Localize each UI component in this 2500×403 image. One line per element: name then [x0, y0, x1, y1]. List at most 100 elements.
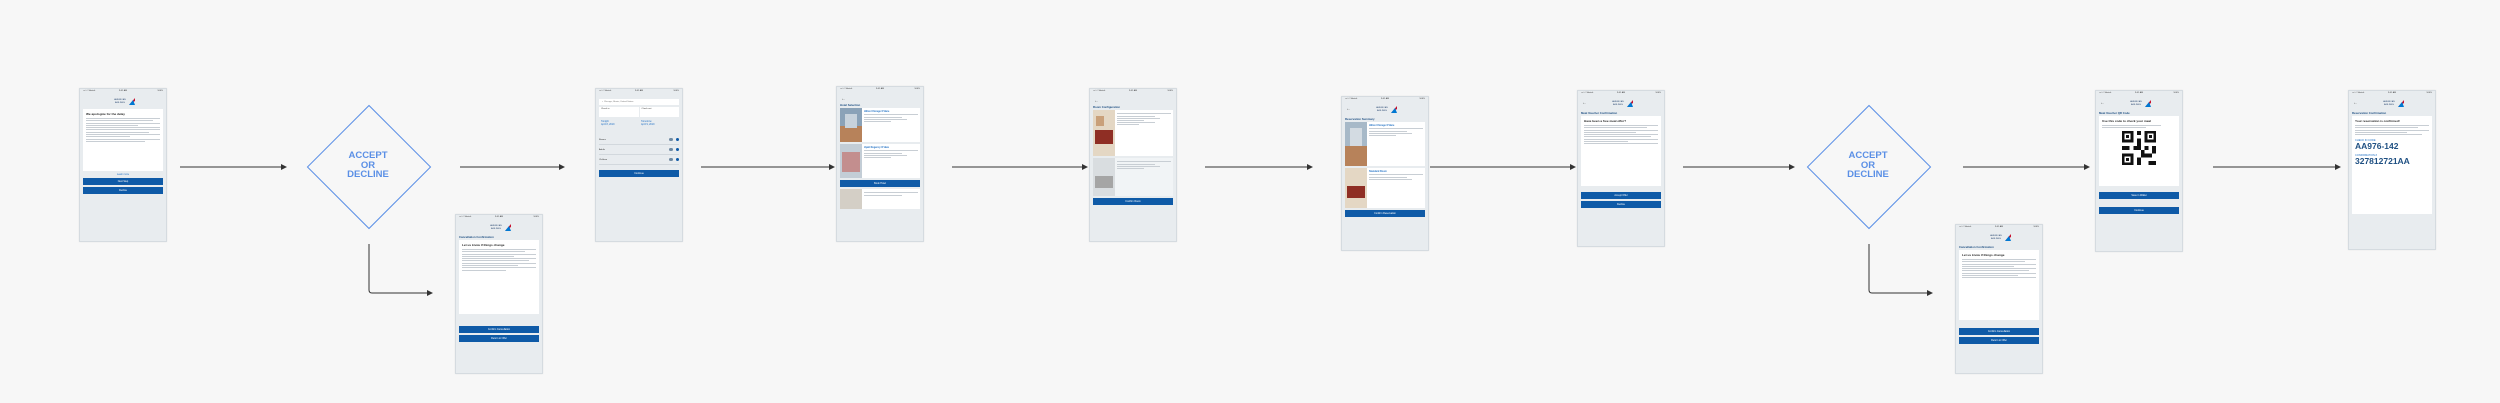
arrow-decision-to-cancel1: [368, 244, 433, 296]
qr-card-title: Use this code to check your meal: [2102, 119, 2152, 123]
decline-button[interactable]: Decline: [83, 187, 163, 194]
return-to-offer-button[interactable]: Return to Offer: [459, 335, 539, 342]
airline-logo: AMERICAN AIRLINES: [487, 224, 511, 233]
room-photo: [1093, 158, 1115, 196]
confirm-cancellation-button[interactable]: Confirm Cancellation: [1959, 328, 2039, 335]
rooms-counter[interactable]: Rooms: [599, 135, 679, 145]
summary-hotel: Hilton Chicago O'Hare: [1345, 122, 1425, 166]
section-title: Meal Voucher QR Code: [2099, 111, 2130, 115]
continue-button[interactable]: Continue: [599, 170, 679, 177]
learn-more-link[interactable]: Learn more: [116, 173, 130, 176]
section-title: Cancellation Confirmation: [1959, 245, 1994, 249]
room-card[interactable]: [1093, 158, 1173, 196]
qr-card: Use this code to check your meal: [2099, 116, 2179, 186]
back-icon[interactable]: ←: [2100, 100, 2105, 106]
section-title: Reservation Summary: [1345, 117, 1375, 121]
hotel-card[interactable]: [840, 189, 920, 209]
section-title: Cancellation Confirmation: [459, 235, 494, 239]
section-title: Reservation Confirmation: [2352, 111, 2387, 115]
room-photo: [1345, 168, 1367, 208]
hotel-card[interactable]: Hilton Chicago O'Hare: [840, 108, 920, 142]
confirm-cancellation-button[interactable]: Confirm Cancellation: [459, 326, 539, 333]
check-out-field[interactable]: Check out: [639, 107, 679, 117]
check-in-code-label: CHECK IN CODE: [2355, 139, 2376, 143]
section-title: Meal Voucher Confirmation: [1581, 111, 1618, 115]
summary-room: Standard Room: [1345, 168, 1425, 208]
accept-offer-button[interactable]: Accept Offer: [1581, 192, 1661, 199]
check-in-field[interactable]: Check in: [599, 107, 639, 117]
decline-button[interactable]: Decline: [1581, 201, 1661, 208]
next-step-button[interactable]: Next Step: [83, 178, 163, 185]
confirmation-number-value: 327812721AA: [2355, 156, 2410, 167]
airline-logo: AMERICAN AIRLINES: [1373, 106, 1397, 115]
room-photo: [1093, 110, 1115, 156]
continue-button[interactable]: Continue: [2099, 207, 2179, 214]
hotel-photo: [1345, 122, 1367, 166]
apology-card: We apologize for the delay: [83, 109, 163, 171]
apology-title: We apologize for the delay: [86, 112, 125, 116]
voucher-card: Have been a free meal offer?: [1581, 116, 1661, 186]
room-card[interactable]: [1093, 110, 1173, 156]
qr-code: [2122, 131, 2156, 166]
airline-logo: AMERICAN AIRLINES: [2127, 100, 2151, 109]
adults-counter[interactable]: Adults: [599, 145, 679, 155]
save-in-wallet-button[interactable]: Save in Wallet: [2099, 192, 2179, 199]
check-in-code-value: AA976-142: [2355, 141, 2399, 152]
hotel-photo: [840, 108, 862, 142]
confirm-room-button[interactable]: Confirm Room: [1093, 198, 1173, 205]
hotel-photo: [840, 189, 862, 209]
arrow-decision-to-cancel2: [1868, 244, 1933, 296]
cancel-card-title: Let us know if things change: [1962, 253, 2005, 257]
children-counter[interactable]: Children: [599, 155, 679, 165]
cancel-card: Let us know if things change: [1959, 250, 2039, 320]
airline-logo: AMERICAN AIRLINES: [1609, 100, 1633, 109]
section-title: Room Configuration: [1093, 105, 1121, 109]
back-icon[interactable]: ←: [2353, 100, 2358, 106]
confirm-reservation-button[interactable]: Confirm Reservation: [1345, 210, 1425, 217]
airline-logo: AMERICAN AIRLINES: [1987, 234, 2011, 243]
voucher-card-title: Have been a free meal offer?: [1584, 119, 1627, 123]
back-icon[interactable]: ←: [1582, 100, 1587, 106]
confirmation-title: Your reservation is confirmed!: [2355, 119, 2400, 123]
cancel-card-title: Let us know if things change: [462, 243, 505, 247]
location-search-input[interactable]: ⌕ Chicago, Illinois, United States: [599, 99, 679, 105]
confirmation-card: Your reservation is confirmed! CHECK IN …: [2352, 116, 2432, 214]
cancel-card: Let us know if things change: [459, 240, 539, 314]
confirmation-number-label: CONFIRMATION #: [2355, 154, 2377, 158]
airline-logo: AMERICAN AIRLINES: [2380, 100, 2404, 109]
back-icon[interactable]: ←: [1094, 98, 1099, 104]
hotel-photo: [840, 144, 862, 178]
airline-logo: AMERICAN AIRLINES: [111, 98, 135, 107]
book-hotel-button[interactable]: Book Hotel: [840, 180, 920, 187]
back-icon[interactable]: ←: [841, 96, 846, 102]
section-title: Hotel Selection: [840, 103, 861, 107]
return-to-offer-button[interactable]: Return to Offer: [1959, 337, 2039, 344]
back-icon[interactable]: ←: [1346, 106, 1351, 112]
hotel-card[interactable]: Hyatt Regency O'Hare: [840, 144, 920, 178]
